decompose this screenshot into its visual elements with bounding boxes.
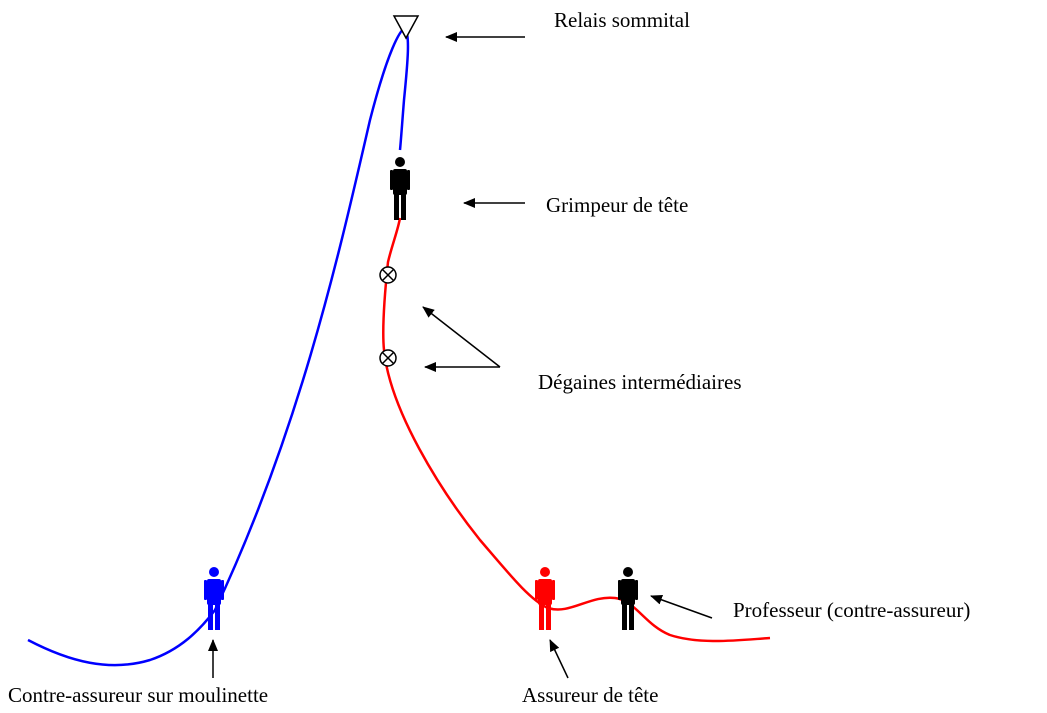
lead-climber-person-icon [390,157,410,220]
teacher-person-icon [618,567,638,630]
arrow-teacher [650,595,713,619]
arrow-lead-belayer [549,639,569,679]
circled-x-icon [379,266,397,284]
label-toprope-counter-belayer: Contre-assureur sur moulinette [8,683,268,707]
lead-belayer-person-icon [535,567,555,630]
lead-rope-line [381,217,771,643]
arrow-quickdraw-upper [422,306,501,368]
label-top-anchor: Relais sommital [554,8,690,32]
circled-x-icon [379,349,397,367]
label-teacher: Professeur (contre-assureur) [733,598,970,622]
triangle-down-icon [392,15,420,40]
top-rope-line [27,26,410,667]
label-lead-belayer: Assureur de tête [522,683,658,707]
label-quickdraws: Dégaines intermédiaires [538,370,742,394]
label-lead-climber: Grimpeur de tête [546,193,688,217]
